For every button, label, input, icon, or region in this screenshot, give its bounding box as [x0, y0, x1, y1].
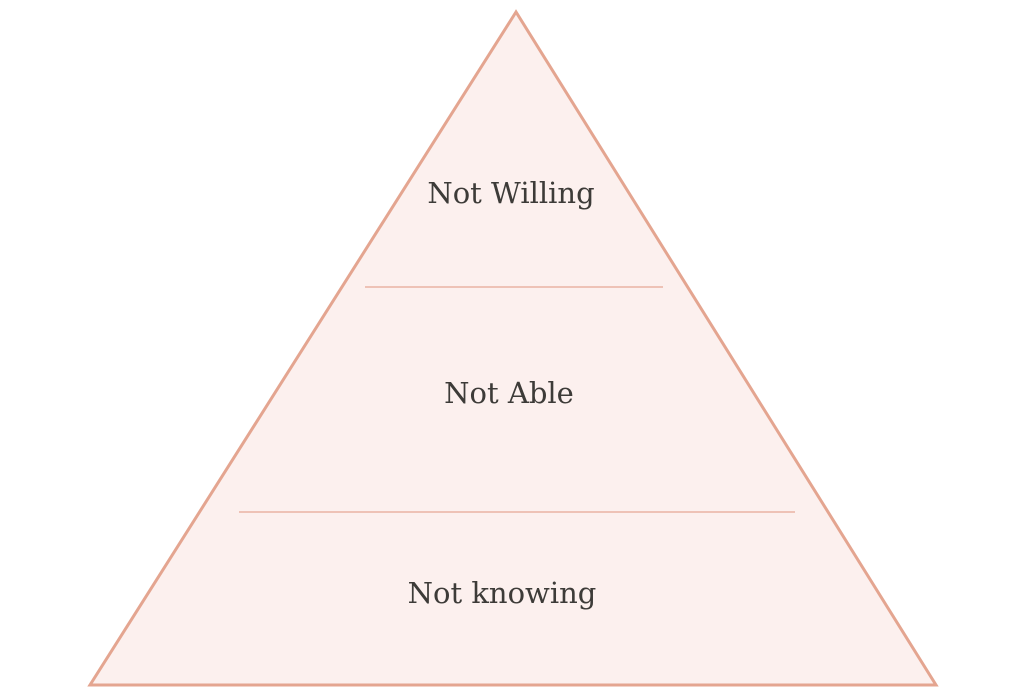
tier-label-not-willing: Not Willing	[427, 176, 594, 210]
pyramid-outline	[87, 9, 939, 687]
tier-label-not-knowing: Not knowing	[408, 576, 597, 610]
tier-label-not-able: Not Able	[444, 376, 574, 410]
